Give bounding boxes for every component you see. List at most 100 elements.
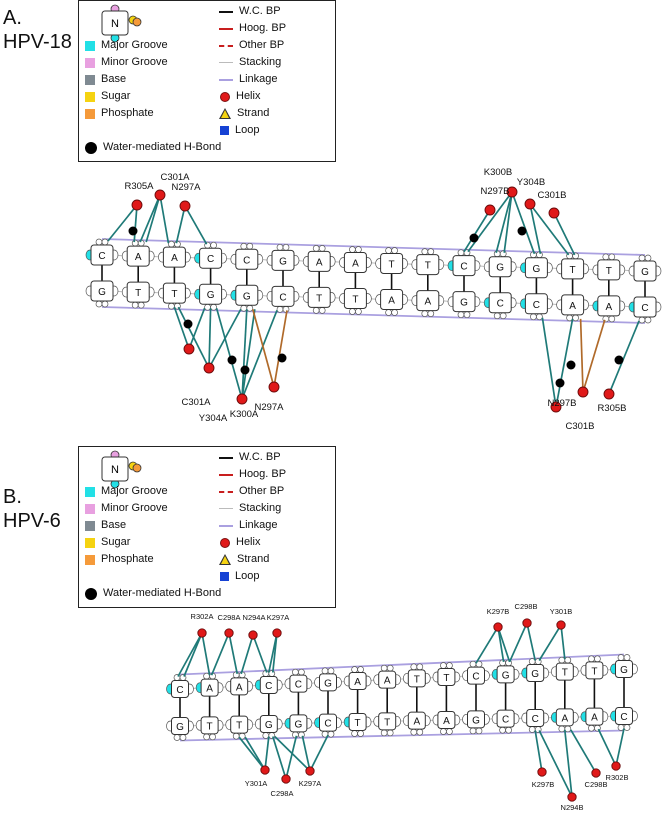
sugar-knob [410, 728, 418, 736]
residue-label: K300A [230, 409, 259, 420]
protein-dna-contact-line [271, 736, 287, 780]
nucleotide-box [200, 716, 219, 735]
phosphate-knob [318, 307, 326, 314]
protein-dna-contact-line [534, 730, 543, 773]
nucleotide-letter: C [265, 681, 272, 692]
sugar-knob [95, 238, 103, 246]
legend-major-groove: Major Groove [85, 485, 168, 498]
sugar-knob [385, 309, 392, 316]
nucleotide-letter: G [502, 670, 510, 681]
nucleotide-letter: A [236, 682, 243, 693]
nucleotide-box [162, 282, 186, 304]
residue-label: R302B [606, 773, 629, 782]
legend-major-groove: Major Groove [85, 39, 168, 52]
legend-base: Base [85, 73, 126, 86]
protein-dna-contact-line [555, 318, 574, 408]
protein-dna-contact-line [497, 626, 511, 663]
phosphate-knob [386, 664, 394, 672]
nucleotide-letter: C [98, 251, 105, 262]
helix-residue-dot [611, 761, 621, 771]
nucleotide-letter: T [316, 293, 322, 304]
nucleotide-letter: T [389, 260, 395, 271]
sugar-knob [385, 247, 392, 254]
phosphate-knob [427, 248, 435, 255]
nucleotide-letter: C [532, 714, 539, 725]
nucleotide-box [126, 245, 150, 267]
legend-loop: Loop [220, 124, 259, 137]
nucleotide-box [416, 290, 440, 312]
nucleotide-box [561, 258, 585, 280]
legend-stacking: Stacking [219, 56, 281, 69]
protein-dna-contact-line [508, 622, 528, 663]
nucleotide-letter: G [496, 263, 504, 274]
phosphate-knob [427, 310, 435, 317]
legend-water: Water-mediated H-Bond [85, 141, 221, 154]
nucleotide-letter: G [176, 722, 184, 733]
legend-stacking: Stacking [219, 502, 281, 515]
nucleotide-box [467, 666, 485, 685]
water-mediated-hbond-dot [183, 319, 193, 329]
backbone-linkage-top [179, 653, 625, 676]
nucleotide-letter: T [414, 674, 420, 685]
residue-label: R305B [597, 403, 626, 414]
nucleotide-letter: A [384, 676, 391, 687]
water-mediated-hbond-dot [277, 353, 287, 363]
helix-residue-dot [506, 186, 518, 198]
phosphate-knob [446, 728, 453, 735]
sugar-knob [351, 730, 358, 737]
phosphate-knob [246, 304, 254, 312]
protein-dna-contact-line [175, 205, 186, 244]
phosphate-knob [357, 730, 364, 737]
helix-residue-dot [567, 792, 577, 802]
nucleotide-letter: A [591, 713, 598, 724]
sugar-knob [410, 663, 418, 671]
sugar-knob [232, 732, 240, 740]
protein-dna-contact-line [238, 736, 266, 771]
nucleotide-letter: A [605, 302, 612, 313]
protein-dna-contact-line [615, 728, 625, 767]
helix-residue-dot [179, 200, 191, 212]
nucleotide-box [199, 283, 223, 305]
protein-dna-contact-line [608, 320, 640, 395]
sugar-knob [131, 239, 139, 247]
nucleotide-letter: G [279, 256, 287, 267]
helix-residue-dot [484, 204, 496, 216]
legend-phosphate: Phosphate [85, 553, 154, 566]
nucleotide-letter: T [606, 266, 612, 277]
protein-dna-contact-line [139, 194, 161, 243]
nucleotide-letter: G [265, 720, 273, 731]
sugar-knob [638, 316, 646, 324]
legend-other-bp: Other BP [219, 485, 284, 498]
helix-residue-dot [268, 381, 280, 393]
helix-residue-dot [203, 362, 215, 374]
helix-residue-dot [537, 767, 547, 777]
protein-dna-contact-line [241, 309, 248, 400]
protein-dna-contact-line [177, 632, 203, 677]
phosphate-knob [536, 313, 543, 321]
nucleotide-box [615, 660, 633, 678]
legend-helix: Helix [220, 536, 260, 549]
nucleotide-box [633, 260, 657, 282]
sugar-knob [588, 724, 595, 732]
phosphate-knob [327, 730, 335, 738]
helix-residue-dot [272, 628, 282, 638]
protein-dna-contact-line [208, 308, 212, 369]
sugar-knob [276, 305, 284, 313]
protein-dna-contact-line [538, 730, 573, 798]
sugar-knob [440, 728, 447, 735]
protein-dna-contact-line [241, 310, 278, 400]
residue-label: R305A [124, 181, 154, 192]
phosphate-knob [644, 316, 652, 324]
phosphate-knob [357, 666, 364, 673]
nucleotide-box [348, 713, 367, 731]
nucleotide-letter: A [171, 253, 178, 264]
sugar-knob [588, 655, 595, 663]
sugar-knob [168, 240, 175, 248]
nucleotide-letter: A [443, 716, 450, 727]
sugar-knob [499, 726, 506, 734]
helix-residue-dot [305, 766, 315, 776]
protein-dna-contact-line [570, 729, 597, 774]
nucleotide-letter: C [243, 255, 250, 266]
helix-residue-dot [131, 199, 143, 211]
legend-wc-bp: W.C. BP [219, 451, 281, 464]
